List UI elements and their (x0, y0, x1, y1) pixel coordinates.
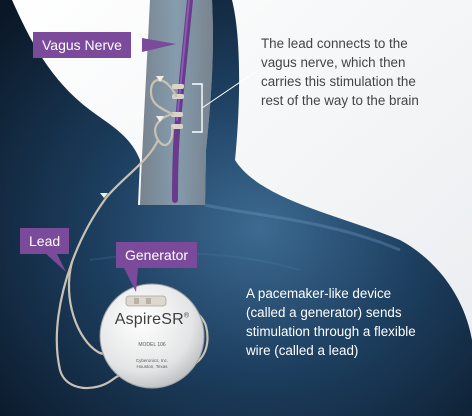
vagus-label-pointer (142, 38, 176, 52)
device-brand-text: AspireSR (114, 311, 184, 328)
caption-line: stimulation through a flexible (246, 324, 416, 339)
clavicle-highlight (204, 203, 401, 252)
neck-shading (140, 0, 213, 205)
electrode-coils (171, 84, 184, 129)
generator-label: Generator (116, 242, 198, 268)
lead-label-pointer (44, 252, 66, 272)
bracket-pointer (201, 69, 259, 109)
caption-line: The lead connects to the (261, 36, 408, 51)
caption-line: wire (called a lead) (246, 343, 359, 358)
device-brand: AspireSR® (103, 311, 201, 329)
vagus-nerve-highlight (176, 0, 190, 121)
vagus-nerve-label: Vagus Nerve (33, 32, 131, 58)
device-manufacturer-line: Cyberonics, Inc. (135, 358, 169, 363)
generator-body (99, 283, 205, 389)
lead-connection-caption: The lead connects to the vagus nerve, wh… (261, 34, 419, 110)
caption-line: A pacemaker-like device (246, 286, 392, 301)
caption-line: vagus nerve, which then (261, 55, 406, 70)
device-brand-mark: ® (183, 312, 190, 320)
generator-label-pointer (124, 268, 138, 292)
device-manufacturer-line: Houston, Texas (136, 364, 168, 369)
caption-line: rest of the way to the brain (261, 93, 419, 108)
caption-line: (called a generator) sends (246, 305, 402, 320)
lead-wire (55, 79, 209, 390)
generator-description-caption: A pacemaker-like device (called a genera… (246, 284, 416, 360)
lead-tie-down (100, 193, 108, 198)
caption-line: carries this stimulation the (261, 74, 416, 89)
device-manufacturer: Cyberonics, Inc. Houston, Texas (103, 358, 201, 370)
lead-label: Lead (20, 228, 70, 254)
device-model: MODEL 106 (138, 342, 166, 348)
